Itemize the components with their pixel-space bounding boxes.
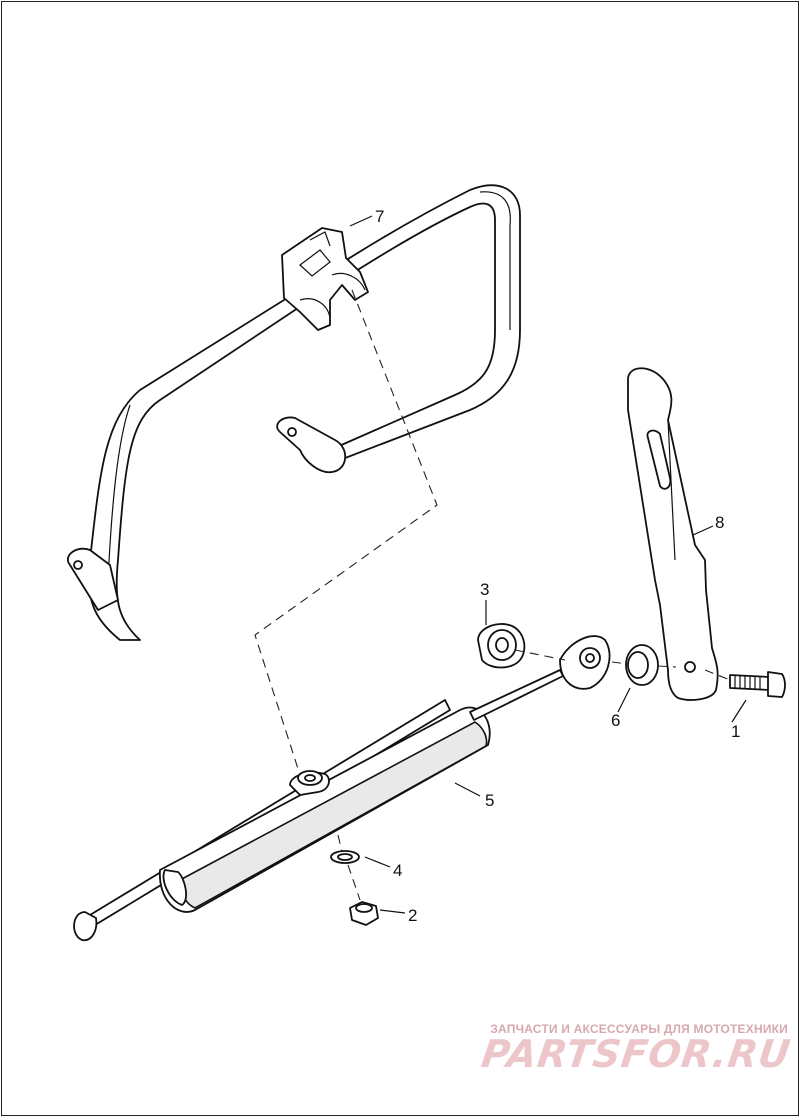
part-1-bolt: [729, 671, 786, 698]
leader-lines: [349, 215, 747, 914]
part-6-spacer: [625, 644, 659, 686]
assembly-lines: [254, 289, 731, 901]
callout-8: 8: [715, 513, 724, 532]
part-4-washer: [330, 850, 360, 864]
callout-7: 7: [375, 207, 384, 226]
part-5-damper: [73, 635, 611, 942]
part-3-bushing: [477, 623, 526, 669]
callout-1: 1: [731, 722, 740, 741]
callout-labels: 7 8 3 1 6 5 4 2: [375, 207, 740, 925]
callout-2: 2: [408, 906, 417, 925]
callout-6: 6: [611, 711, 620, 730]
callout-5: 5: [485, 791, 494, 810]
part-7-bracket: [281, 227, 369, 331]
part-2-nut: [349, 901, 379, 926]
watermark-logo: PARTSFOR.RU: [478, 1032, 794, 1076]
callout-4: 4: [393, 861, 402, 880]
part-8-mounting-plate: [627, 367, 719, 701]
callout-3: 3: [480, 580, 489, 599]
part-7-tube-bar: [67, 184, 521, 641]
watermark-tagline: ЗАПЧАСТИ И АКСЕССУАРЫ ДЛЯ МОТОТЕХНИКИ: [490, 1022, 788, 1036]
